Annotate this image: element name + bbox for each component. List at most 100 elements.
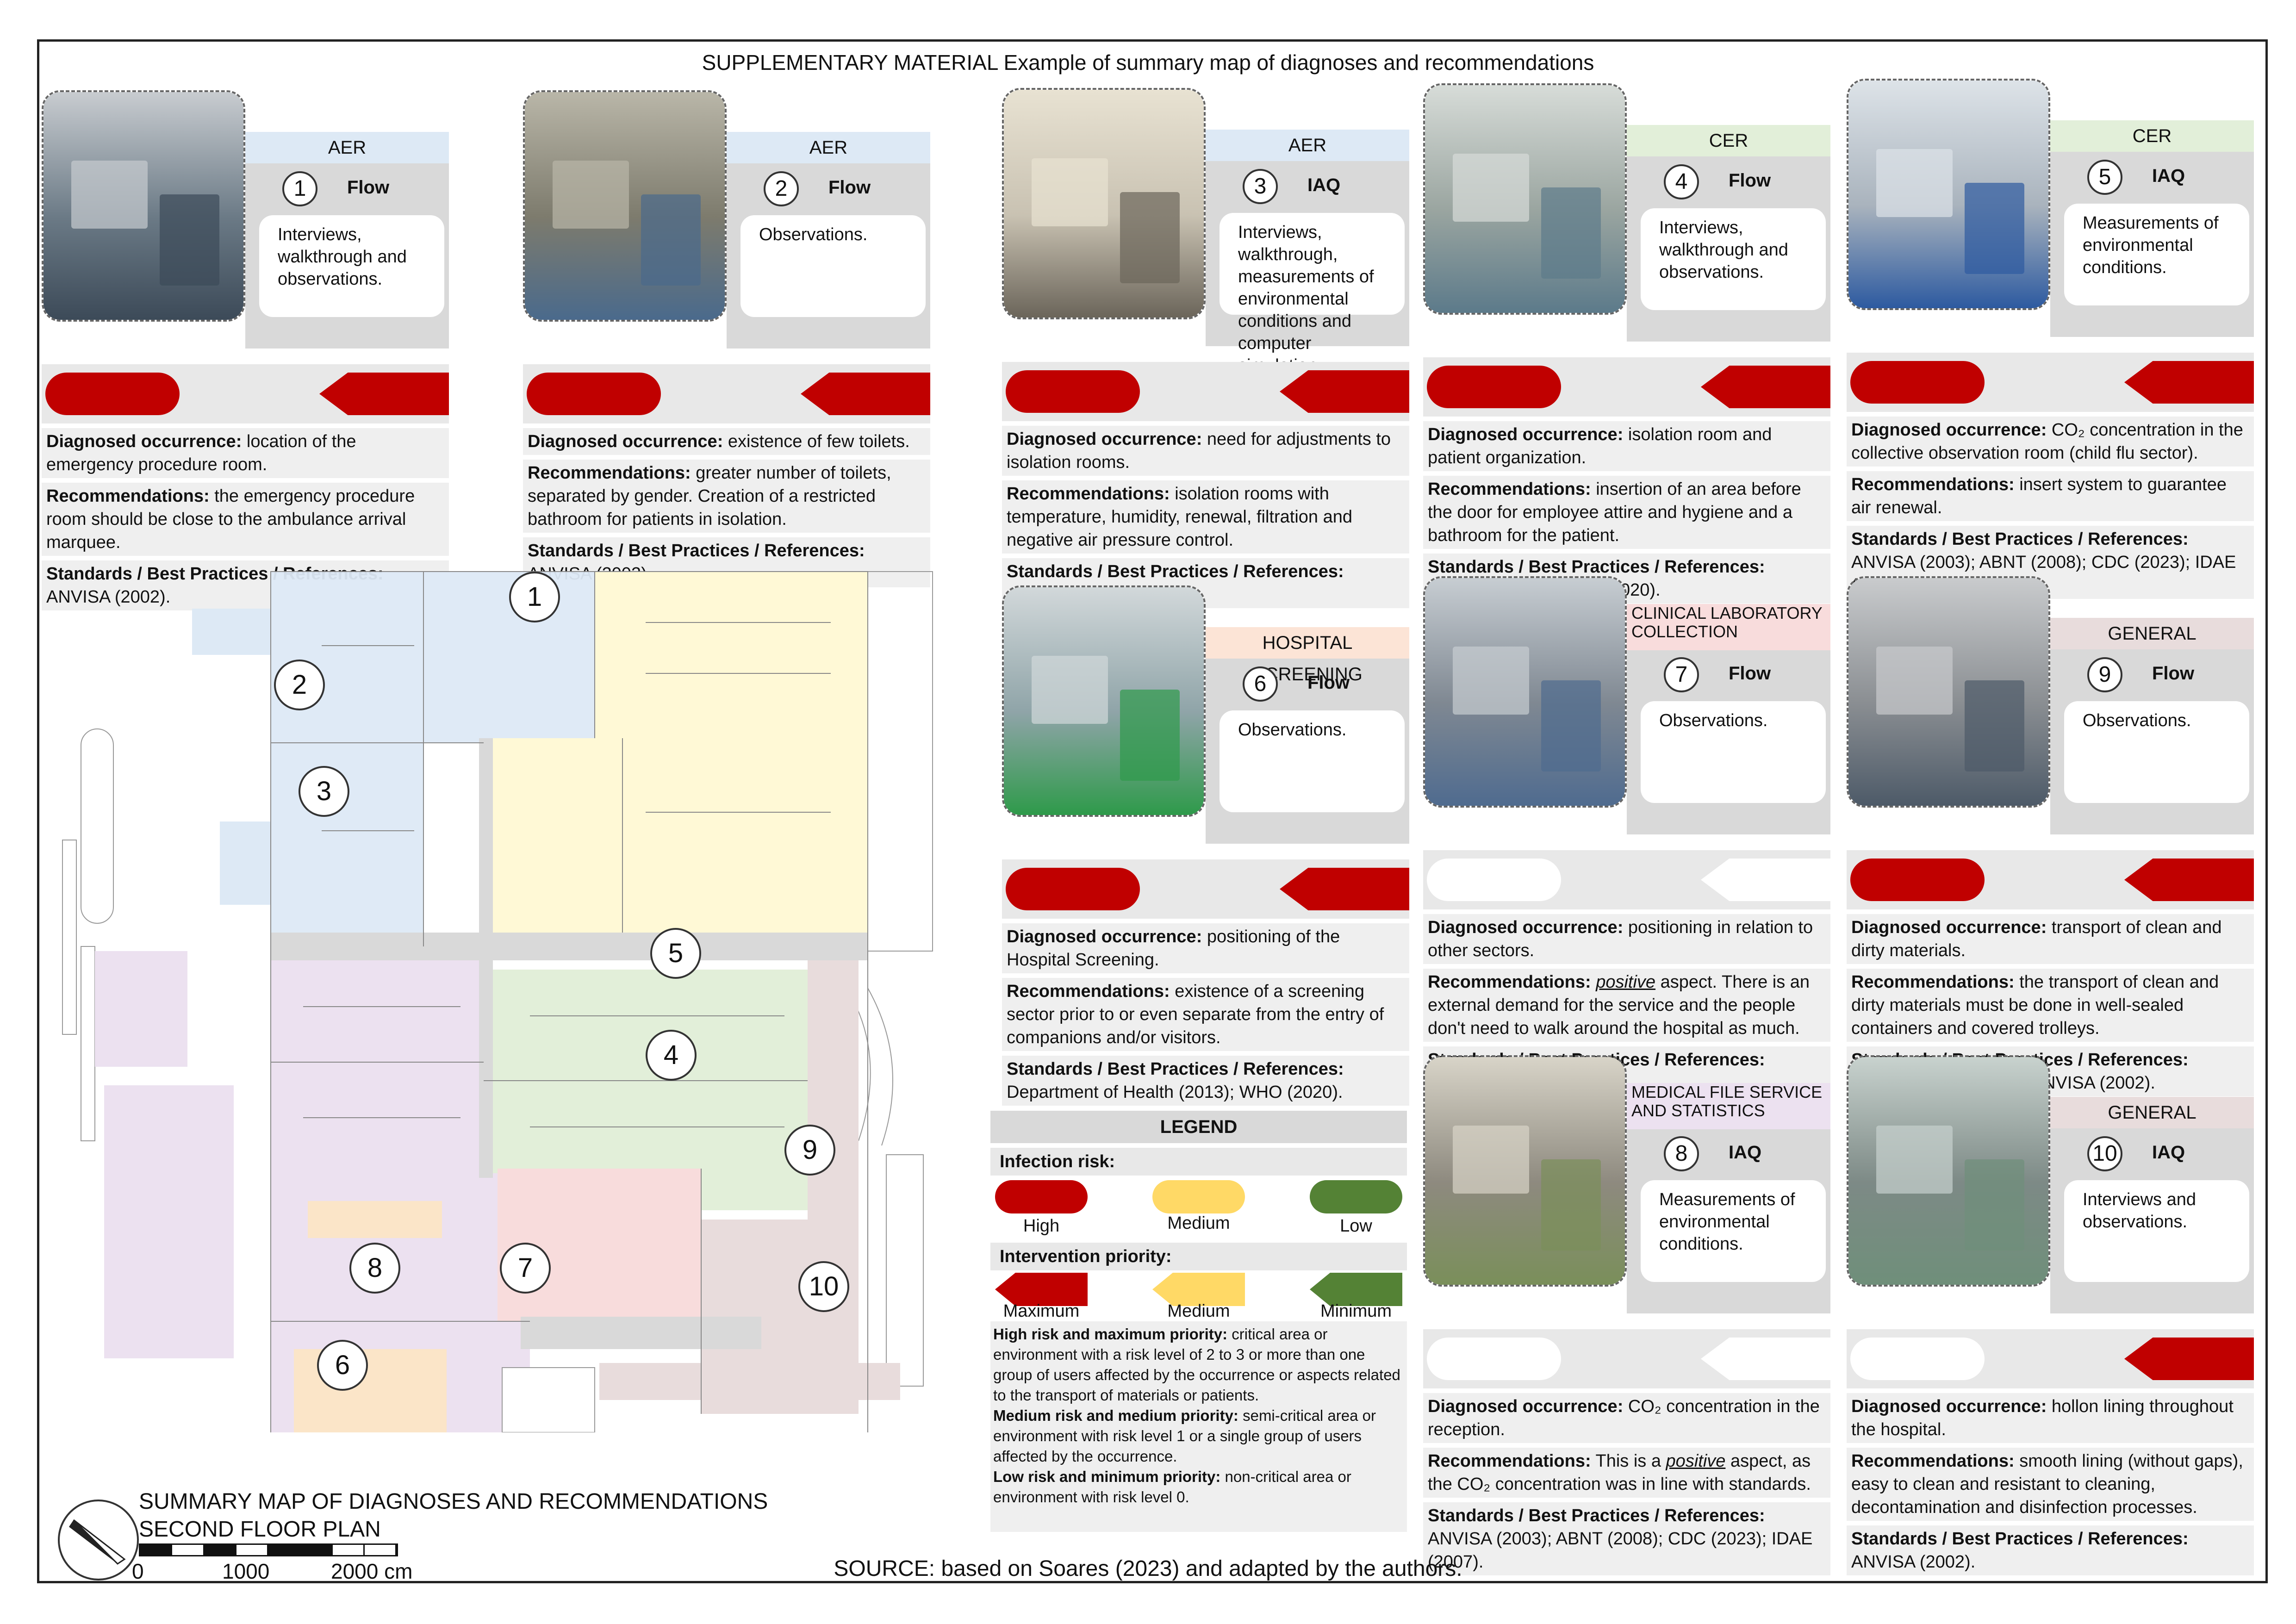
legend-priority-medium: Medium <box>1167 1301 1230 1321</box>
legend-title: LEGEND <box>990 1111 1407 1143</box>
plan-marker-7: 7 <box>500 1243 551 1294</box>
priority-arrow-icon <box>1280 868 1409 910</box>
card-diagnosed: Diagnosed occurrence: need for adjustmen… <box>1002 426 1409 476</box>
card-photo <box>1002 88 1206 319</box>
priority-arrow-icon <box>1701 366 1830 408</box>
legend: LEGEND Infection risk: High Medium Low I… <box>990 1111 1407 1537</box>
card-recommendations: Recommendations: the emergency procedure… <box>42 483 449 556</box>
card-method: Flow <box>1729 663 1771 684</box>
priority-arrow-icon <box>2124 361 2254 404</box>
card-number: 4 <box>1664 164 1699 199</box>
card-photo <box>1423 83 1627 315</box>
card-photo <box>1847 1055 2050 1287</box>
card-standards: Standards / Best Practices / References:… <box>1423 1502 1830 1575</box>
card-recommendations: Recommendations: the transport of clean … <box>1847 969 2254 1042</box>
card-diagnosed: Diagnosed occurrence: positioning of the… <box>1002 923 1409 973</box>
card-sector: CER <box>2050 120 2254 152</box>
legend-risk-low: Low <box>1340 1216 1372 1236</box>
card-number: 7 <box>1664 657 1699 692</box>
card-text-block: Diagnosed occurrence: CO₂ concentration … <box>1423 1393 1830 1575</box>
plan-marker-1: 1 <box>509 572 560 622</box>
card-method: Flow <box>1307 672 1350 693</box>
legend-arrow-minimum <box>1310 1273 1402 1306</box>
legend-pill-medium <box>1152 1180 1245 1213</box>
card-number: 3 <box>1243 169 1278 204</box>
legend-priority-minimum: Minimum <box>1320 1301 1392 1321</box>
page-frame <box>37 39 2268 1583</box>
card-diagnosed: Diagnosed occurrence: isolation room and… <box>1423 421 1830 471</box>
card-method-text: Interviews, walkthrough, measurements of… <box>1220 213 1405 375</box>
card-method-text: Interviews, walkthrough and observations… <box>1641 208 1826 310</box>
risk-indicator <box>1850 1338 1985 1380</box>
card-text-block: Diagnosed occurrence: need for adjustmen… <box>1002 426 1409 608</box>
card-sector: GENERAL <box>2050 618 2254 649</box>
card-sector: AER <box>1206 130 1409 161</box>
scale-bar <box>139 1543 398 1556</box>
card-photo <box>42 90 245 322</box>
card-diagnosed: Diagnosed occurrence: CO₂ concentration … <box>1423 1393 1830 1443</box>
legend-intervention-priority: Intervention priority: <box>990 1243 1407 1270</box>
priority-arrow-icon <box>1280 370 1409 413</box>
card-number: 1 <box>282 171 317 206</box>
scale-label-0: 0 <box>132 1559 144 1583</box>
plan-marker-2: 2 <box>274 660 325 710</box>
card-recommendations: Recommendations: insertion of an area be… <box>1423 476 1830 549</box>
card-number: 2 <box>764 171 799 206</box>
card-sector: CER <box>1627 125 1830 156</box>
risk-indicator <box>1006 370 1140 413</box>
scale-label-1000: 1000 <box>222 1559 270 1583</box>
card-photo <box>1847 79 2050 310</box>
legend-arrow-maximum <box>995 1273 1088 1306</box>
card-recommendations: Recommendations: insert system to guaran… <box>1847 471 2254 521</box>
risk-indicator <box>1006 868 1140 910</box>
legend-desc-medium: Medium risk and medium priority: semi-cr… <box>993 1407 1376 1465</box>
card-recommendations: Recommendations: existence of a screenin… <box>1002 978 1409 1051</box>
card-number: 9 <box>2087 657 2122 692</box>
legend-priority-maximum: Maximum <box>1003 1301 1080 1321</box>
card-method-text: Observations. <box>1641 701 1826 803</box>
legend-pill-low <box>1310 1180 1402 1213</box>
card-diagnosed: Diagnosed occurrence: transport of clean… <box>1847 914 2254 964</box>
card-recommendations: Recommendations: positive aspect. There … <box>1423 969 1830 1042</box>
priority-arrow-icon <box>319 373 449 415</box>
plan-marker-9: 9 <box>784 1125 835 1176</box>
card-sector: MEDICAL FILE SERVICE AND STATISTICS <box>1627 1083 1830 1129</box>
card-recommendations: Recommendations: greater number of toile… <box>523 460 930 533</box>
risk-indicator <box>1850 859 1985 901</box>
north-arrow-icon <box>58 1500 139 1580</box>
card-photo <box>523 90 727 322</box>
plan-marker-10: 10 <box>798 1261 849 1312</box>
card-number: 8 <box>1664 1136 1699 1171</box>
card-method: IAQ <box>1729 1142 1762 1163</box>
card-sector: AER <box>245 132 449 163</box>
priority-arrow-icon <box>1701 1338 1830 1380</box>
card-method: Flow <box>2152 663 2195 684</box>
plan-marker-8: 8 <box>349 1243 400 1294</box>
card-method: IAQ <box>1307 175 1341 195</box>
card-sector: HOSPITAL SCREENING <box>1206 627 1409 684</box>
risk-indicator <box>1427 859 1561 901</box>
plan-marker-4: 4 <box>646 1030 697 1081</box>
card-method: Flow <box>828 177 871 198</box>
priority-arrow-icon <box>1701 859 1830 901</box>
card-diagnosed: Diagnosed occurrence: positioning in rel… <box>1423 914 1830 964</box>
plan-marker-6: 6 <box>317 1340 368 1391</box>
card-method: Flow <box>347 177 390 198</box>
card-method: IAQ <box>2152 166 2185 186</box>
card-method-text: Measurements of environmental conditions… <box>1641 1180 1826 1282</box>
priority-arrow-icon <box>2124 1338 2254 1380</box>
source-note: SOURCE: based on Soares (2023) and adapt… <box>834 1556 1462 1581</box>
priority-arrow-icon <box>2124 859 2254 901</box>
card-sector: CLINICAL LABORATORY COLLECTION <box>1627 604 1830 650</box>
card-method: IAQ <box>2152 1142 2185 1163</box>
card-recommendations: Recommendations: smooth lining (without … <box>1847 1448 2254 1521</box>
card-text-block: Diagnosed occurrence: hollon lining thro… <box>1847 1393 2254 1575</box>
scale-label-2000: 2000 cm <box>331 1559 413 1583</box>
card-text-block: Diagnosed occurrence: existence of few t… <box>523 428 930 587</box>
card-method-text: Observations. <box>740 215 926 317</box>
page-title: SUPPLEMENTARY MATERIAL Example of summar… <box>702 50 1594 75</box>
legend-infection-risk: Infection risk: <box>990 1148 1407 1176</box>
card-sector: AER <box>727 132 930 163</box>
floor-plan-drawing <box>62 571 933 1456</box>
card-diagnosed: Diagnosed occurrence: existence of few t… <box>523 428 930 455</box>
